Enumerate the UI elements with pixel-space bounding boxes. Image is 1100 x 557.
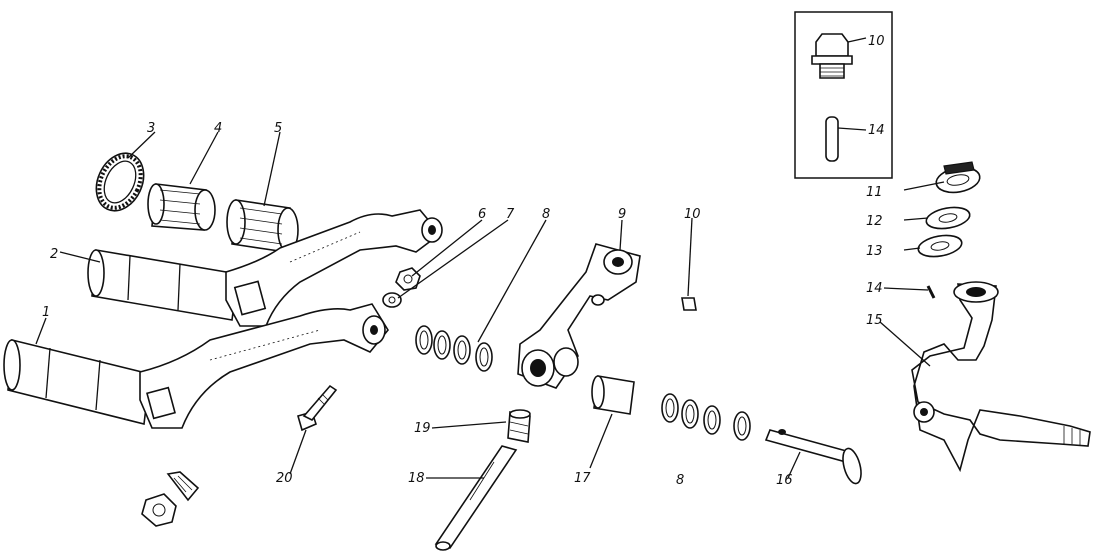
part-13-washer <box>917 234 963 258</box>
label-10-inset: 10 <box>868 34 885 49</box>
label-8-upper: 8 <box>542 207 550 222</box>
label-12: 12 <box>866 214 883 229</box>
label-14: 14 <box>866 281 883 296</box>
label-17: 17 <box>574 471 591 486</box>
part-5-bushing <box>226 199 299 253</box>
part-1-lower-lever <box>3 303 389 429</box>
label-15: 15 <box>866 313 883 328</box>
label-11: 11 <box>866 185 883 200</box>
label-1: 1 <box>42 305 50 320</box>
part-6-nut <box>395 267 421 291</box>
label-7: 7 <box>506 207 515 222</box>
part-11-seal <box>935 161 981 194</box>
label-5: 5 <box>274 121 282 136</box>
part-19-bushing <box>507 409 531 443</box>
part-7-washer <box>382 292 402 308</box>
label-2: 2 <box>50 247 58 262</box>
nut-and-screw-bottom-left <box>141 471 200 527</box>
part-16-king-pin <box>764 429 862 485</box>
part-8-rings-upper <box>415 325 493 372</box>
part-18-long-pin <box>434 445 518 551</box>
part-2-upper-lever <box>87 209 443 327</box>
label-4: 4 <box>214 121 222 136</box>
inset-detail-box <box>794 11 893 179</box>
leader-lines <box>35 131 945 479</box>
part-4-bushing <box>147 183 216 231</box>
label-20: 20 <box>276 471 293 486</box>
label-13: 13 <box>866 244 883 259</box>
part-12-washer <box>925 206 971 230</box>
label-19: 19 <box>414 421 431 436</box>
part-20-bolt <box>297 384 338 432</box>
part-14-pin <box>926 285 936 299</box>
label-8-lower: 8 <box>676 473 684 488</box>
part-15-steering-knuckle <box>911 281 1091 473</box>
label-18: 18 <box>408 471 425 486</box>
part-8-rings-lower <box>661 393 751 441</box>
part-10-grease-fitting-small <box>681 217 697 311</box>
label-6: 6 <box>478 207 486 222</box>
label-16: 16 <box>776 473 793 488</box>
part-3-seal-ring <box>95 152 145 212</box>
label-9: 9 <box>618 207 626 222</box>
label-14-inset: 14 <box>868 123 885 138</box>
part-9-pivot-bracket <box>517 243 641 389</box>
label-3: 3 <box>147 121 155 136</box>
label-10-small: 10 <box>684 207 701 222</box>
part-17-bushing <box>589 375 635 469</box>
